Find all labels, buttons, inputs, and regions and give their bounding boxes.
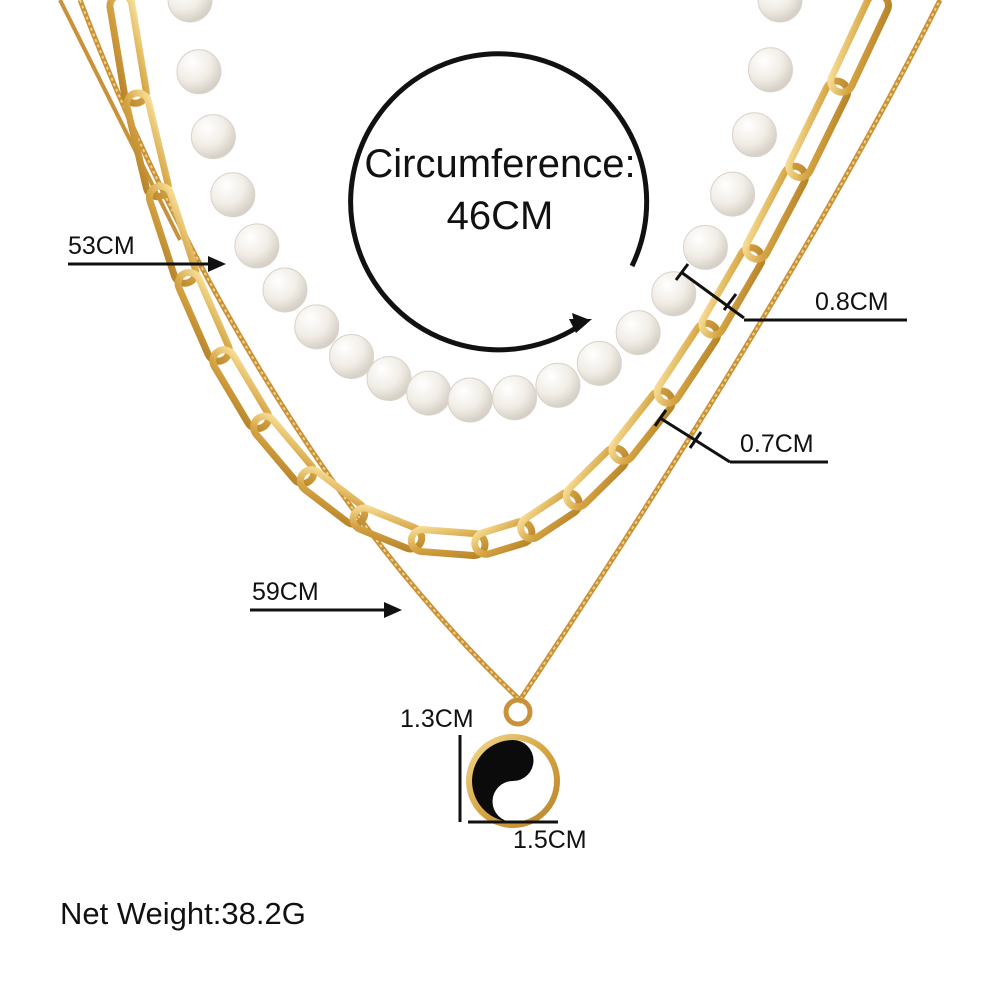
heart-icon — [506, 757, 520, 770]
chain-link — [349, 504, 426, 553]
pendant-height-marker — [458, 735, 558, 824]
chain-link — [785, 77, 852, 182]
chain-link — [296, 466, 369, 528]
circumference-value: 46CM — [446, 194, 554, 238]
pearl — [294, 304, 340, 350]
pearl — [190, 114, 236, 160]
pendant-height-label: 1.3CM — [400, 705, 474, 733]
chain-link — [742, 162, 809, 263]
chain-link — [827, 0, 892, 96]
chain-link — [106, 0, 150, 107]
pearl — [748, 47, 794, 93]
chain-link — [407, 526, 489, 560]
circumference-circle — [348, 51, 650, 353]
chain-link — [653, 319, 722, 407]
pearl-width-marker — [674, 263, 907, 322]
pearl — [492, 375, 538, 421]
paperclip-chain — [106, 0, 892, 560]
pearl — [366, 356, 412, 402]
snake-chain-inner — [58, 0, 182, 241]
pearl — [710, 171, 756, 217]
chain-link — [471, 518, 536, 558]
pearl — [731, 112, 777, 158]
chain-link — [250, 412, 318, 487]
pearl — [210, 172, 256, 218]
chain-link — [562, 444, 630, 511]
chain-53-label: 53CM — [68, 232, 135, 260]
chain-59-label: 59CM — [252, 578, 319, 606]
link-width-label: 0.7CM — [740, 430, 814, 458]
pearl — [535, 362, 581, 408]
chain-link — [174, 268, 233, 365]
chain-53-arrow — [68, 256, 226, 272]
pearl — [167, 0, 213, 23]
net-weight-label: Net Weight:38.2G — [60, 896, 306, 931]
circumference-label: Circumference: — [364, 142, 636, 186]
pearl-strand — [167, 0, 803, 423]
pearl — [651, 271, 697, 317]
pearl — [176, 49, 222, 95]
chain-link — [698, 244, 766, 339]
heart-icon-white — [506, 795, 520, 808]
yin-yang-pendant — [466, 697, 560, 828]
pendant-width-label: 1.5CM — [513, 826, 587, 854]
pearl — [262, 267, 308, 313]
pearl — [615, 310, 661, 356]
chain-link — [608, 387, 676, 465]
chain-link — [145, 182, 200, 287]
pearl — [757, 0, 803, 23]
link-width-marker — [653, 409, 828, 464]
chain-link — [517, 488, 583, 543]
pearl — [406, 370, 452, 416]
chain-link — [209, 346, 273, 433]
pearl — [329, 333, 375, 379]
pearl — [576, 340, 622, 386]
chain-59-arrow — [250, 602, 402, 618]
pearl — [682, 224, 728, 270]
pearl-width-label: 0.8CM — [815, 288, 889, 316]
pearl — [447, 377, 493, 423]
chain-link — [123, 89, 172, 201]
pearl — [234, 223, 280, 269]
